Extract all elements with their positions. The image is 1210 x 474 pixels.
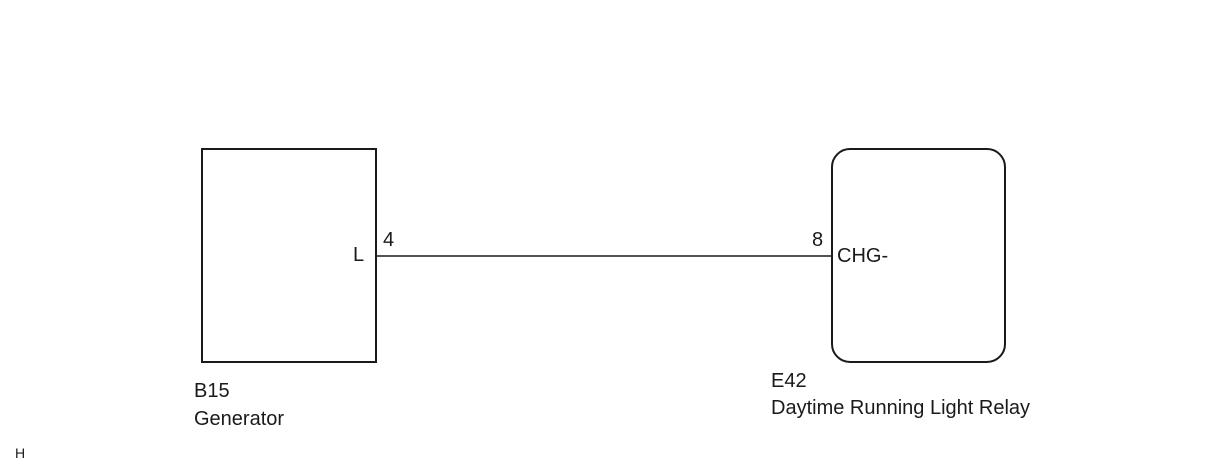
relay-terminal-label: CHG-: [837, 245, 889, 267]
generator-terminal-label: L: [353, 244, 365, 266]
relay-code: E42: [771, 370, 807, 392]
generator-code: B15: [194, 380, 230, 402]
generator-box: [201, 148, 377, 363]
generator-name: Generator: [194, 408, 285, 430]
relay-pin-number: 8: [812, 229, 824, 251]
relay-name: Daytime Running Light Relay: [771, 397, 1031, 419]
generator-pin-number: 4: [383, 229, 395, 251]
footer-mark: H: [15, 445, 26, 461]
